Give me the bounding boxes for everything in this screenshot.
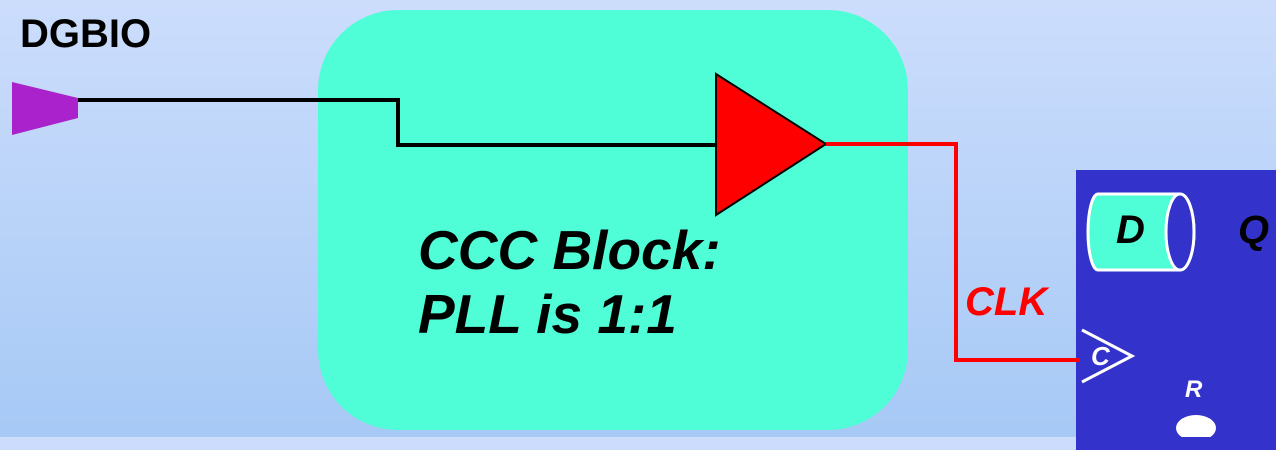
d-pin-label: D bbox=[1116, 208, 1145, 252]
ccc-block bbox=[318, 10, 908, 430]
buffer-triangle-icon bbox=[715, 72, 828, 217]
d-pin-icon bbox=[1086, 192, 1196, 272]
io-pad-label: DGBIO bbox=[20, 12, 152, 56]
reset-bubble-icon bbox=[1176, 415, 1216, 437]
io-pad-icon bbox=[12, 82, 78, 135]
clock-input-icon bbox=[1081, 328, 1136, 384]
r-pin-label: R bbox=[1185, 376, 1203, 403]
q-pin-label: Q bbox=[1238, 208, 1270, 252]
ccc-block-label: CCC Block: PLL is 1:1 bbox=[418, 219, 721, 345]
schematic-wires bbox=[12, 72, 1216, 437]
c-pin-label: C bbox=[1091, 341, 1110, 371]
clock-wire bbox=[826, 142, 1080, 362]
clock-net-label: CLK bbox=[965, 280, 1048, 324]
input-wire bbox=[78, 98, 716, 147]
